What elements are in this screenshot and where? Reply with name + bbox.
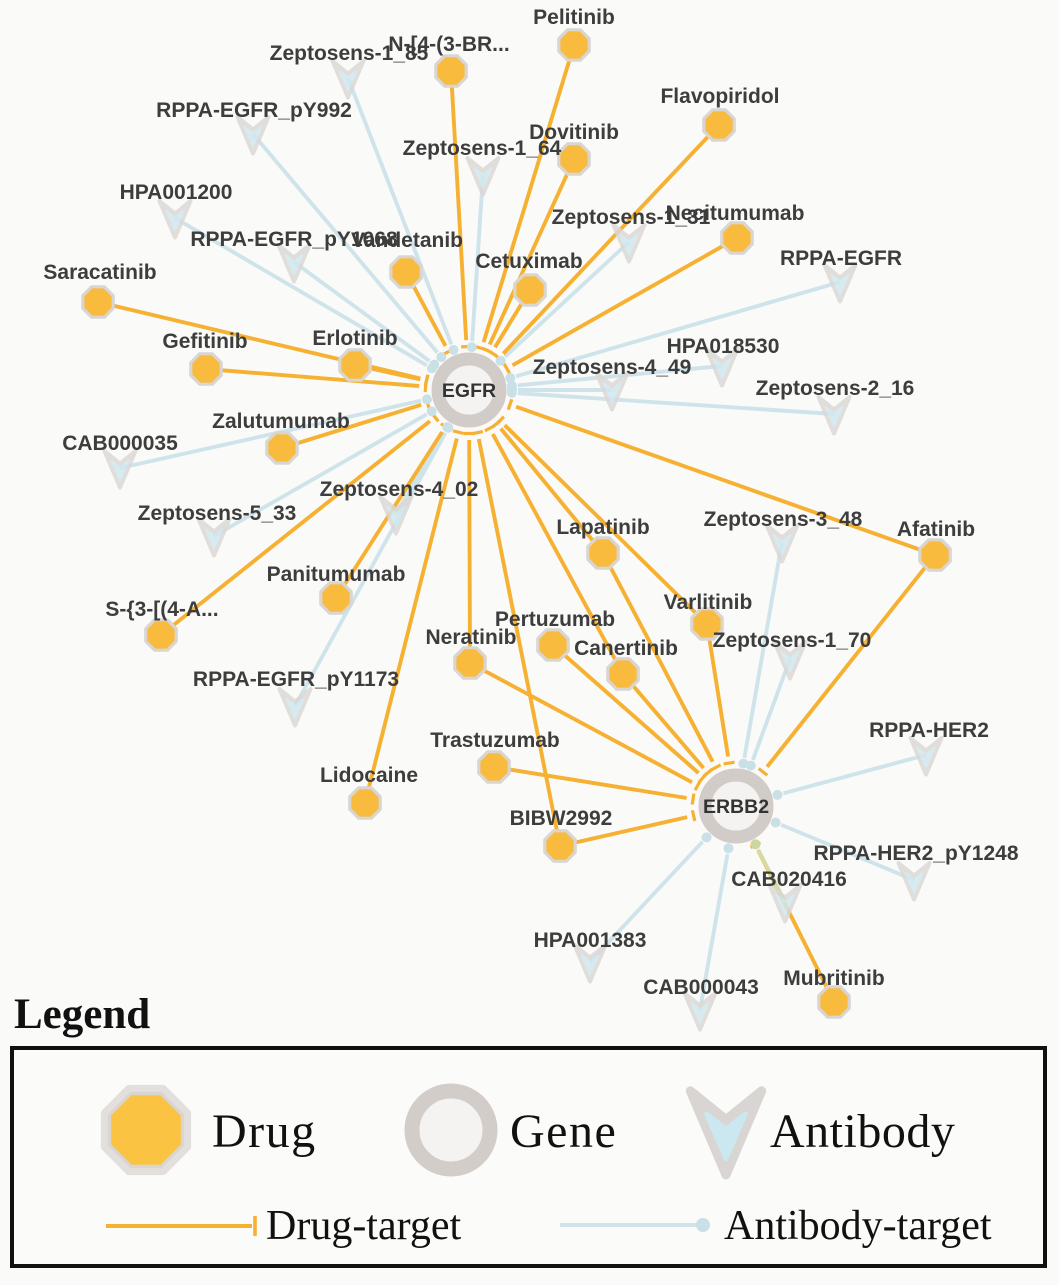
svg-text:Pertuzumab: Pertuzumab xyxy=(495,608,615,631)
svg-text:Panitumumab: Panitumumab xyxy=(267,563,406,586)
svg-text:CAB000035: CAB000035 xyxy=(62,432,178,455)
svg-text:Zeptosens-4_02: Zeptosens-4_02 xyxy=(320,478,479,501)
svg-text:Zeptosens-5_33: Zeptosens-5_33 xyxy=(138,502,297,525)
svg-text:Zeptosens-2_16: Zeptosens-2_16 xyxy=(756,377,915,400)
svg-text:Zalutumumab: Zalutumumab xyxy=(212,410,350,433)
svg-text:Vandetanib: Vandetanib xyxy=(351,229,463,252)
svg-text:HPA001200: HPA001200 xyxy=(120,181,233,204)
svg-text:RPPA-EGFR: RPPA-EGFR xyxy=(780,247,902,270)
svg-text:RPPA-HER2: RPPA-HER2 xyxy=(869,719,989,742)
svg-text:Flavopiridol: Flavopiridol xyxy=(660,85,779,108)
svg-text:RPPA-EGFR_pY1173: RPPA-EGFR_pY1173 xyxy=(193,668,399,691)
svg-text:HPA018530: HPA018530 xyxy=(667,335,780,358)
svg-text:Zeptosens-3_48: Zeptosens-3_48 xyxy=(704,508,863,531)
svg-text:Afatinib: Afatinib xyxy=(897,518,975,541)
svg-text:Drug-target: Drug-target xyxy=(266,1203,461,1249)
svg-text:Legend: Legend xyxy=(14,991,150,1038)
svg-text:Zeptosens-4_49: Zeptosens-4_49 xyxy=(533,356,692,379)
svg-text:Trastuzumab: Trastuzumab xyxy=(430,729,560,752)
svg-text:RPPA-EGFR_pY1068: RPPA-EGFR_pY1068 xyxy=(190,228,398,251)
svg-text:Gene: Gene xyxy=(510,1105,617,1158)
svg-text:Canertinib: Canertinib xyxy=(574,637,678,660)
svg-text:Zeptosens-1_85: Zeptosens-1_85 xyxy=(270,42,429,65)
svg-text:CAB000043: CAB000043 xyxy=(643,976,759,999)
svg-text:Necitumumab: Necitumumab xyxy=(666,202,805,225)
svg-text:Dovitinib: Dovitinib xyxy=(529,121,619,144)
svg-text:CAB020416: CAB020416 xyxy=(731,868,847,891)
svg-text:Antibody: Antibody xyxy=(770,1105,955,1158)
svg-text:EGFR: EGFR xyxy=(442,380,496,402)
svg-text:Saracatinib: Saracatinib xyxy=(43,261,156,284)
svg-text:Zeptosens-1_31: Zeptosens-1_31 xyxy=(552,206,711,229)
svg-text:Gefitinib: Gefitinib xyxy=(162,330,247,353)
svg-text:Antibody-target: Antibody-target xyxy=(724,1203,992,1249)
svg-text:BIBW2992: BIBW2992 xyxy=(510,807,613,830)
svg-text:Zeptosens-1_70: Zeptosens-1_70 xyxy=(713,629,872,652)
svg-text:Pelitinib: Pelitinib xyxy=(533,6,615,29)
svg-text:RPPA-EGFR_pY992: RPPA-EGFR_pY992 xyxy=(156,99,352,122)
svg-text:S-{3-[(4-A...: S-{3-[(4-A... xyxy=(105,598,218,621)
svg-text:Varlitinib: Varlitinib xyxy=(664,591,753,614)
svg-text:Cetuximab: Cetuximab xyxy=(475,250,582,273)
svg-text:Zeptosens-1_64: Zeptosens-1_64 xyxy=(403,137,562,160)
svg-text:Lidocaine: Lidocaine xyxy=(320,764,418,787)
svg-text:HPA001383: HPA001383 xyxy=(534,929,647,952)
svg-text:Neratinib: Neratinib xyxy=(425,626,516,649)
svg-text:Mubritinib: Mubritinib xyxy=(783,967,884,990)
svg-text:Erlotinib: Erlotinib xyxy=(312,327,397,350)
svg-text:N-[4-(3-BR...: N-[4-(3-BR... xyxy=(388,33,509,56)
svg-text:Drug: Drug xyxy=(212,1105,317,1158)
svg-text:RPPA-HER2_pY1248: RPPA-HER2_pY1248 xyxy=(813,842,1018,865)
svg-text:ERBB2: ERBB2 xyxy=(703,796,769,818)
svg-text:Lapatinib: Lapatinib xyxy=(556,516,649,539)
